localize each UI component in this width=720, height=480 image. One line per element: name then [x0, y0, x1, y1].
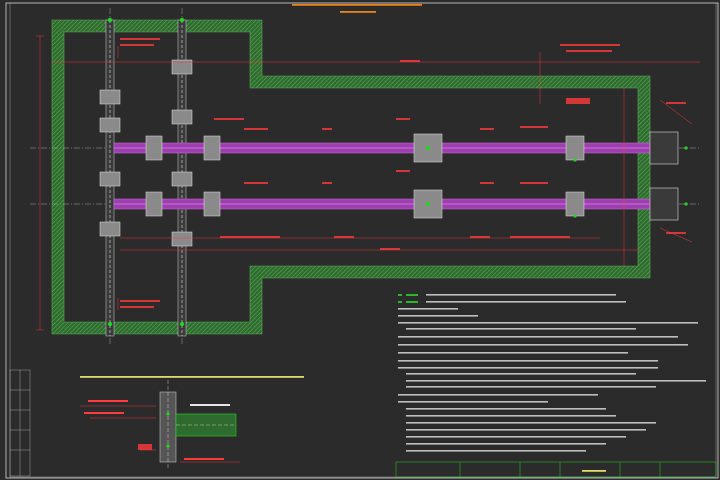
- caption-strokes: [80, 4, 606, 472]
- pipe-end-boxes: [649, 131, 679, 221]
- channel-inner: [63, 31, 639, 323]
- title-block: [395, 461, 717, 478]
- horizontal-pipe-lower: [113, 198, 675, 210]
- valves-vertical: [99, 59, 193, 247]
- horizontal-pipe-upper: [113, 142, 675, 154]
- detail-section: [80, 380, 240, 470]
- sheet-frame-inner: [9, 2, 717, 478]
- notes-block: [398, 294, 706, 452]
- left-title-strip: [9, 369, 31, 477]
- green-markers: [107, 17, 688, 327]
- dimension-annotations: [120, 38, 686, 308]
- valves-horizontal: [145, 133, 585, 219]
